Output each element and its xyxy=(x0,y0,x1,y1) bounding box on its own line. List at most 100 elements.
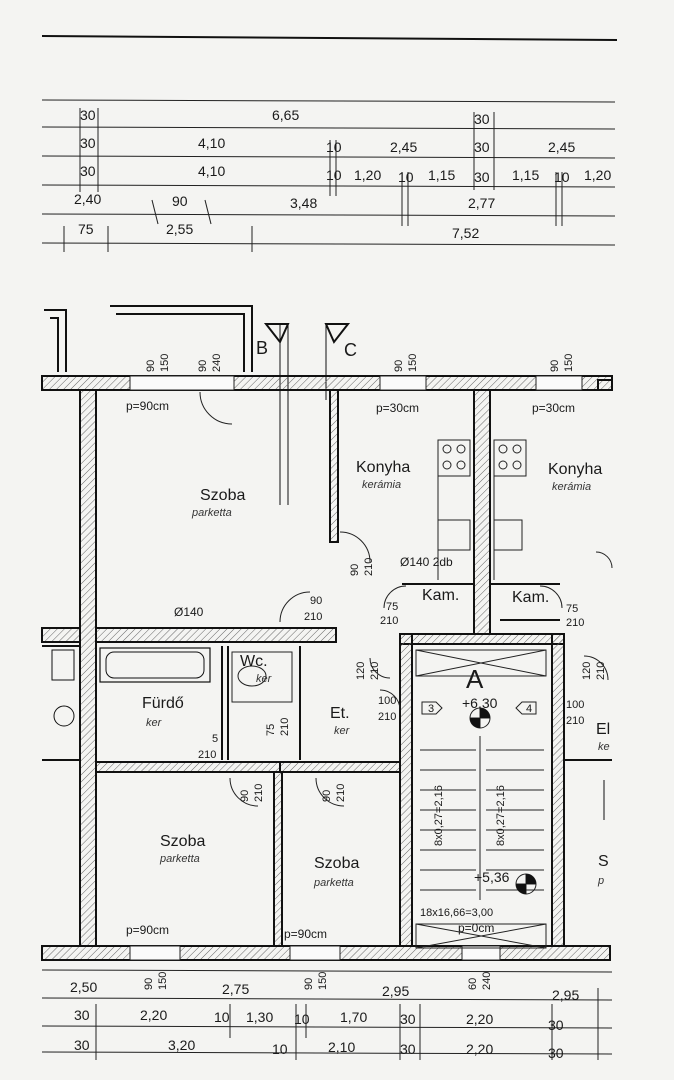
door-5-height: 210 xyxy=(369,662,381,680)
dim-bottom-r3-e: 30 xyxy=(400,1041,416,1057)
dim-bottom-r3-d: 2,10 xyxy=(328,1039,355,1055)
room-konyha-1: Konyha xyxy=(356,459,410,476)
section-mark-b: B xyxy=(256,338,268,358)
door-5-width: 120 xyxy=(355,662,367,680)
window-1-height: 150 xyxy=(159,354,171,372)
dim-top-r3-c: 10 xyxy=(326,167,342,183)
door-7-height: 210 xyxy=(378,711,396,723)
edge-label-el: El xyxy=(596,721,610,738)
level-top: +6,30 xyxy=(462,695,498,711)
room-eloter-material: ker xyxy=(334,725,351,737)
door-6-height: 210 xyxy=(595,662,607,680)
parapet-5: p=90cm xyxy=(284,927,327,941)
window-1b-width: 90 xyxy=(197,360,209,372)
dim-top-r2-e: 30 xyxy=(474,139,490,155)
dim-top-r3-g: 30 xyxy=(474,169,490,185)
door-1-height: 210 xyxy=(304,611,322,623)
door-4-width: 75 xyxy=(566,603,578,615)
kitchen-fixtures xyxy=(231,439,527,703)
room-szoba-1: Szoba xyxy=(200,487,245,504)
room-kamra-2: Kam. xyxy=(512,589,549,606)
door-10-width: 5 xyxy=(212,733,218,745)
dim-bottom-r3-a: 30 xyxy=(74,1037,90,1053)
dim-top-r3-j: 1,20 xyxy=(584,167,611,183)
door-2-width: 90 xyxy=(349,564,361,576)
window-5-width: 90 xyxy=(303,978,315,990)
window-2-height: 150 xyxy=(407,354,419,372)
dim-top-r4-c: 3,48 xyxy=(290,195,317,211)
window-6-height: 240 xyxy=(481,972,493,990)
door-9-height: 210 xyxy=(279,718,291,736)
dim-top-r2-f: 2,45 xyxy=(548,139,575,155)
dim-bottom-r3-g: 30 xyxy=(548,1045,564,1061)
door-8-width: 100 xyxy=(566,699,584,711)
stair-left-flight: 8x0,27=2,16 xyxy=(433,785,445,846)
stair-arrow-4: 4 xyxy=(526,703,532,715)
room-labels: Szoba parketta Konyha kerámia Konyha ker… xyxy=(142,459,602,889)
parapet-2: p=30cm xyxy=(376,401,419,415)
dim-top-r2-b: 4,10 xyxy=(198,135,225,151)
room-kamra-1: Kam. xyxy=(422,587,459,604)
dim-top-r2-d: 2,45 xyxy=(390,139,417,155)
door-1-width: 90 xyxy=(310,595,322,607)
door-7-width: 100 xyxy=(378,695,396,707)
bottom-dimensions xyxy=(41,969,613,1060)
dim-top-r3-h: 1,15 xyxy=(512,167,539,183)
dim-top-r3-e: 10 xyxy=(398,169,414,185)
dim-top-r3-d: 1,20 xyxy=(354,167,381,183)
door-8-height: 210 xyxy=(566,715,584,727)
dim-top-r5-b: 2,55 xyxy=(166,221,193,237)
door-labels: 90 210 90 210 75 210 75 210 120 210 120 … xyxy=(198,558,607,802)
window-5-height: 150 xyxy=(317,972,329,990)
dim-bottom-r3-f: 2,20 xyxy=(466,1041,493,1057)
window-openings xyxy=(129,375,583,961)
door-swings xyxy=(199,391,613,807)
room-szoba-1-material: parketta xyxy=(191,507,232,519)
window-3-width: 90 xyxy=(549,360,561,372)
window-3-height: 150 xyxy=(563,354,575,372)
dim-bottom-r2-b: 2,20 xyxy=(140,1007,167,1023)
section-mark-c: C xyxy=(344,340,357,360)
top-dimensions xyxy=(41,99,616,252)
dim-top-r1-a: 30 xyxy=(80,107,96,123)
room-konyha-1-material: kerámia xyxy=(362,479,401,491)
dim-top-r1-c: 30 xyxy=(474,111,490,127)
room-konyha-2-material: kerámia xyxy=(552,481,591,493)
dim-top-r4-b: 90 xyxy=(172,193,188,209)
door-4-height: 210 xyxy=(566,617,584,629)
pipe-note-2: Ø140 2db xyxy=(400,555,453,569)
parapet-1: p=90cm xyxy=(126,399,169,413)
top-dimension-labels: 30 6,65 30 30 4,10 10 2,45 30 2,45 30 4,… xyxy=(74,107,611,241)
room-konyha-2: Konyha xyxy=(548,461,602,478)
window-1-width: 90 xyxy=(145,360,157,372)
level-bottom: +5,36 xyxy=(474,869,510,885)
dim-bottom-r2-i: 30 xyxy=(548,1017,564,1033)
door-11-width: 90 xyxy=(239,790,251,802)
dim-bottom-r1-a: 2,50 xyxy=(70,979,97,995)
edge-label-p: p xyxy=(597,875,604,887)
parapet-4: p=90cm xyxy=(126,923,169,937)
top-border-line xyxy=(41,35,618,41)
stair-right-flight: 8x0,27=2,16 xyxy=(495,785,507,846)
dim-top-r3-f: 1,15 xyxy=(428,167,455,183)
dim-top-r5-c: 7,52 xyxy=(452,225,479,241)
dim-bottom-r1-d: 2,95 xyxy=(552,987,579,1003)
dim-top-r3-b: 4,10 xyxy=(198,163,225,179)
dim-top-r2-c: 10 xyxy=(326,139,342,155)
room-szoba-3-material: parketta xyxy=(313,877,354,889)
edge-label-ke: ke xyxy=(598,741,610,753)
window-4-width: 90 xyxy=(143,978,155,990)
level-marker-bottom-fill xyxy=(516,874,536,894)
door-10-height: 210 xyxy=(198,749,216,761)
dim-bottom-r1-b: 2,75 xyxy=(222,981,249,997)
door-2-height: 210 xyxy=(363,558,375,576)
dim-bottom-r2-h: 2,20 xyxy=(466,1011,493,1027)
room-szoba-3: Szoba xyxy=(314,855,359,872)
dim-bottom-r2-g: 30 xyxy=(400,1011,416,1027)
dim-top-r1-b: 6,65 xyxy=(272,107,299,123)
stair-total: 18x16,66=3,00 xyxy=(420,907,493,919)
room-wc: Wc. xyxy=(240,653,268,670)
dim-top-r4-d: 2,77 xyxy=(468,195,495,211)
room-furdo: Fürdő xyxy=(142,695,184,712)
